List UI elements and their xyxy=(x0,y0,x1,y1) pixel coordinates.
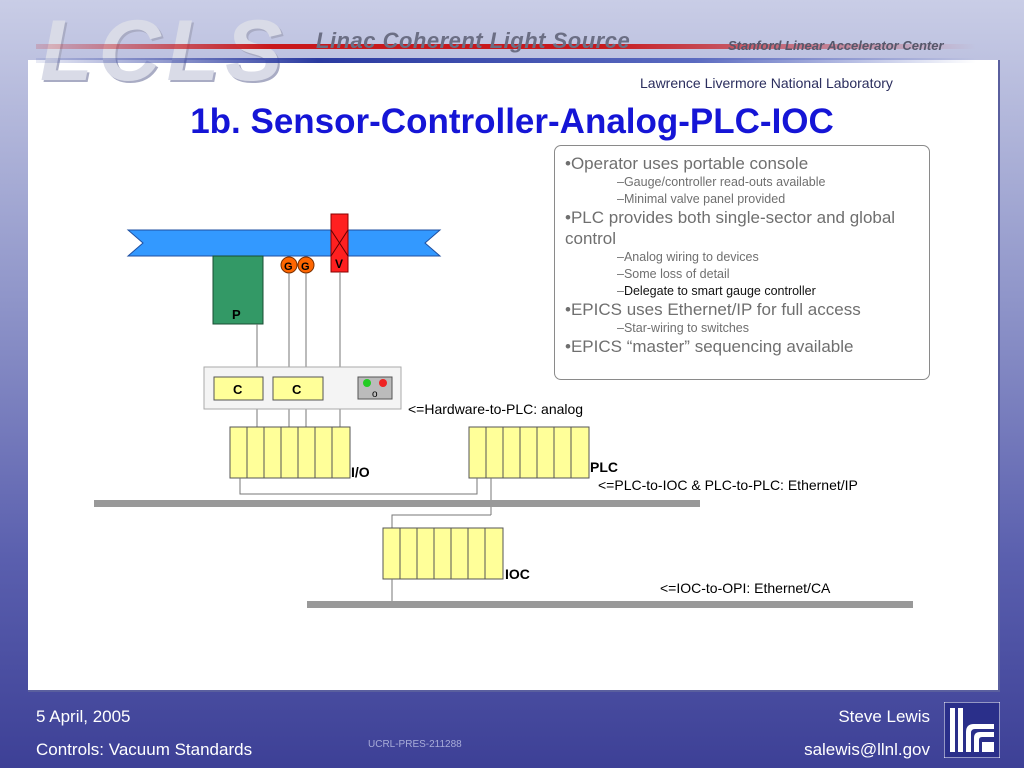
pump-label: P xyxy=(232,307,241,322)
dash: – xyxy=(617,283,624,298)
llnl-logo-icon xyxy=(944,702,1000,758)
plc-label: PLC xyxy=(590,459,618,475)
slac-label: Stanford Linear Accelerator Center xyxy=(728,38,944,53)
header-red-rule xyxy=(36,44,976,49)
footer-author: Steve Lewis xyxy=(838,707,930,726)
controller-2-label: C xyxy=(292,382,302,397)
io-module xyxy=(229,426,351,479)
footer-date: 5 April, 2005 xyxy=(36,707,131,726)
controller-1 xyxy=(213,376,264,401)
plc-module xyxy=(468,426,590,479)
beam-pipe xyxy=(126,229,442,257)
bullet-3: •EPICS uses Ethernet/IP for full access xyxy=(565,299,861,319)
controller-2 xyxy=(272,376,324,401)
footer-doc-id: UCRL-PRES-211288 xyxy=(368,739,462,750)
ethernet-ip-bus xyxy=(94,500,700,507)
bullet-box: •Operator uses portable console –Gauge/c… xyxy=(554,145,930,380)
note-ethernet-ca: <=IOC-to-OPI: Ethernet/CA xyxy=(660,580,831,596)
lcls-logo: LCLS xyxy=(40,3,289,99)
pump xyxy=(212,255,264,325)
footer-email: salewis@llnl.gov xyxy=(804,740,930,759)
gauge-2-label: G xyxy=(301,261,310,273)
plc-ioc-link xyxy=(391,514,491,528)
bullet-1-sub-1: –Gauge/controller read-outs available xyxy=(617,175,826,190)
gauge-1-label: G xyxy=(284,261,293,273)
bullet-2-sub-2: –Some loss of detail xyxy=(617,266,730,281)
bullet-3-sub-1: –Star-wiring to switches xyxy=(617,320,749,335)
ioc-label: IOC xyxy=(505,566,530,582)
io-plc-link xyxy=(239,478,478,495)
valve-label: V xyxy=(335,257,343,271)
bullet-2-sub-3-text: Delegate to smart gauge controller xyxy=(623,283,816,298)
note-analog: <=Hardware-to-PLC: analog xyxy=(408,401,583,417)
controller-1-label: C xyxy=(233,382,243,397)
ioc-module xyxy=(382,527,504,580)
valve-cross-b xyxy=(330,229,349,257)
console-label: o xyxy=(372,389,378,400)
bullet-2: •PLC provides both single-sector and glo… xyxy=(565,208,896,248)
bullet-1-sub-2: –Minimal valve panel provided xyxy=(617,192,786,207)
ethernet-ca-bus xyxy=(307,601,913,608)
note-ethernet-ip: <=PLC-to-IOC & PLC-to-PLC: Ethernet/IP xyxy=(598,477,858,493)
console-red-light xyxy=(379,379,387,387)
bullet-2-sub-1: –Analog wiring to devices xyxy=(617,249,759,264)
footer-subject: Controls: Vacuum Standards xyxy=(36,740,253,759)
bullet-2-sub-3: –Delegate to smart gauge controller xyxy=(565,283,919,300)
bullet-4: •EPICS “master” sequencing available xyxy=(565,336,854,356)
header-blue-rule xyxy=(36,58,976,63)
llnl-label: Lawrence Livermore National Laboratory xyxy=(640,75,893,91)
header-banner: LCLS Linac Coherent Light Source Stanfor… xyxy=(0,0,1024,100)
console-green-light xyxy=(363,379,371,387)
slide-title: 1b. Sensor-Controller-Analog-PLC-IOC xyxy=(190,102,834,141)
bullet-1: •Operator uses portable console xyxy=(565,154,809,173)
io-label: I/O xyxy=(351,464,370,480)
lcls-title: Linac Coherent Light Source xyxy=(316,28,631,53)
